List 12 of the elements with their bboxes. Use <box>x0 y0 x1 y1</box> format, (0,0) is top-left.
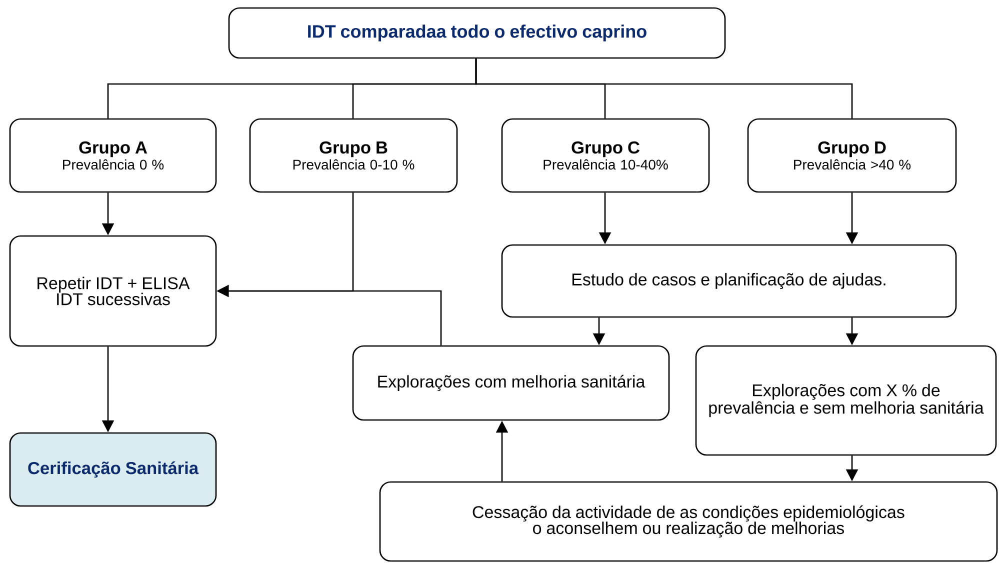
group-box: Grupo A Prevalência 0 % <box>9 118 217 193</box>
process-box: Estudo de casos e planificação de ajudas. <box>501 244 957 318</box>
process-box: Repetir IDT + ELISA IDT sucessivas <box>9 235 217 347</box>
group-box: Grupo D Prevalência >40 % <box>747 118 957 193</box>
process-box: Explorações com melhoria sanitária <box>352 345 670 421</box>
connector-line <box>475 58 853 118</box>
result-box: Cerificação Sanitária <box>9 432 217 507</box>
group-box: Grupo C Prevalência 10-40% <box>501 118 710 193</box>
title-box: IDT comparadaa todo o efectivo caprino <box>228 7 726 59</box>
group-box: Grupo B Prevalência 0-10 % <box>249 118 458 193</box>
process-box: Cessação da actividade de as condições epidemiológicas o aconselhem ou realização de melhorias <box>379 481 998 562</box>
process-box: Explorações com X % de prevalência e sem melhoria sanitária <box>695 345 997 456</box>
